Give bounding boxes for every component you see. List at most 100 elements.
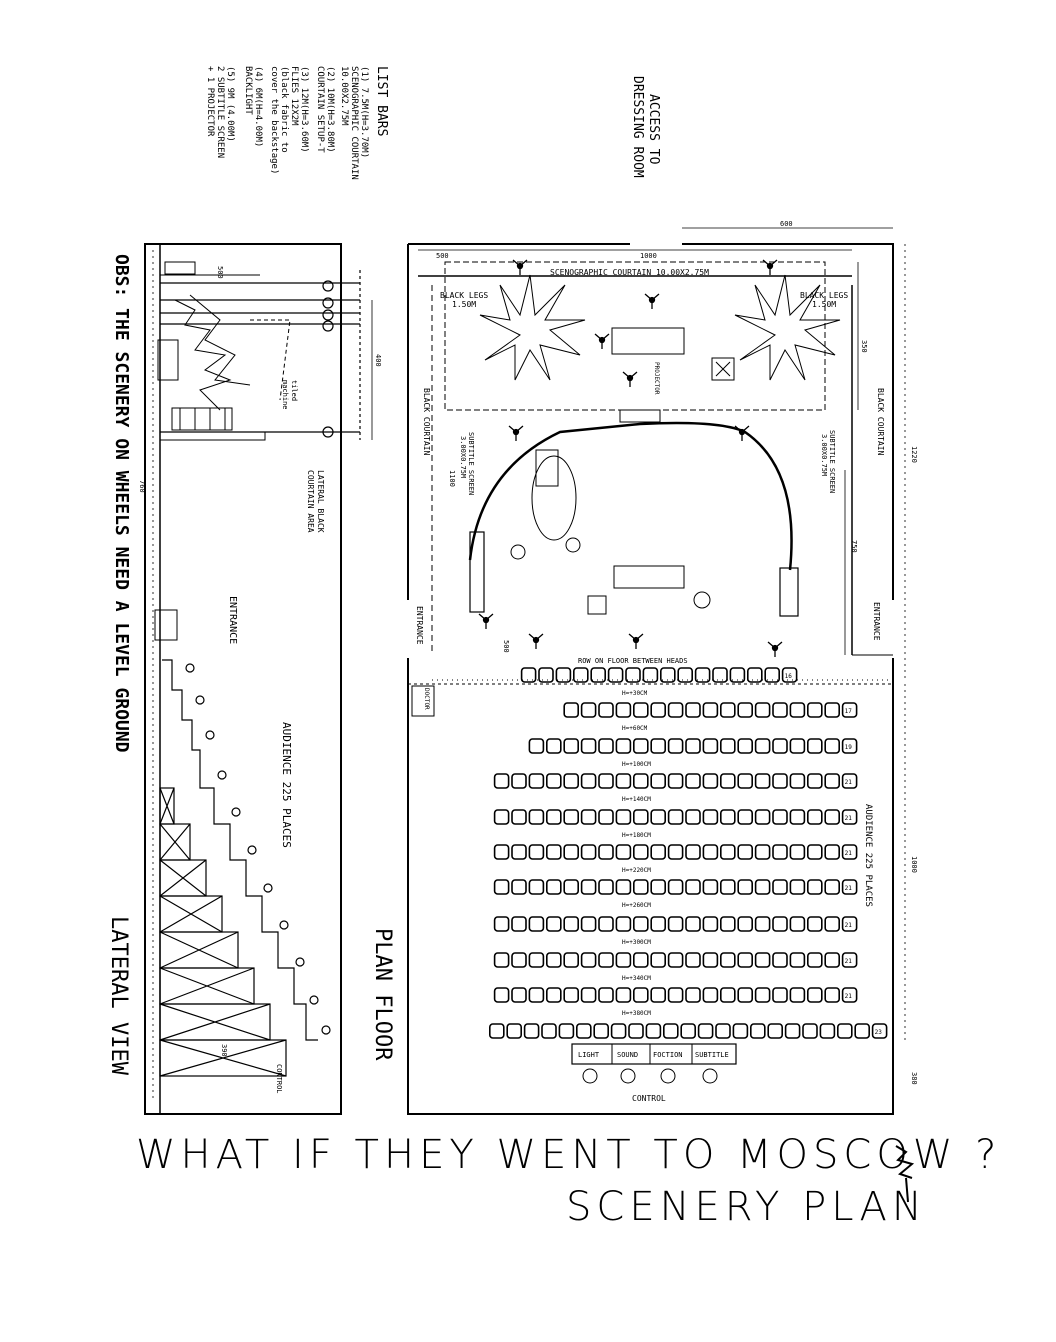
row-end-number: 21 [845,885,853,892]
seat [677,667,694,683]
notes-line: COURTAIN SETUP-T [315,66,325,153]
plan-dim-1: 500 [436,252,449,260]
seat [650,952,667,968]
seat [806,987,823,1003]
row-end-number: 16 [785,673,793,680]
seat [593,1023,610,1039]
seat [824,844,841,860]
seat [528,879,545,895]
row-height-label: H=+260CM [622,902,651,909]
seat [650,916,667,932]
plan-tree-props [479,274,841,381]
seat [650,738,667,754]
seat [659,667,676,683]
seat [754,952,771,968]
seat [685,844,701,860]
seat [737,738,754,754]
projector-label: PROJECTOR [653,362,660,395]
row-end-number: 21 [845,958,853,965]
spectator-head [321,1025,331,1035]
seat [625,667,641,683]
seat [685,987,701,1003]
seat [737,916,754,932]
seat [754,916,771,932]
notes-line: (5) 9M (4.00M) [225,66,235,142]
riser-bracing [159,931,239,969]
seat [662,1023,679,1039]
spectator-head [247,845,257,855]
seat [737,952,754,968]
seat [650,844,667,860]
seat [802,1023,818,1039]
seat [632,809,649,825]
seat [754,773,771,789]
notes-line: (black fabric to [279,66,289,153]
seat [528,809,545,825]
seat [772,952,788,968]
riser-bracing [159,859,207,897]
seat [754,702,771,718]
seat [667,879,684,895]
seat [590,667,607,683]
lateral-audience-label: AUDIENCE 225 PLACES [280,722,293,848]
spectator-head [217,770,227,780]
seat [685,773,701,789]
seat [493,773,510,789]
seat [580,773,597,789]
light-stand-head [766,262,774,270]
row-end-number: 23 [875,1029,883,1036]
plan-dim-7: 750 [850,540,858,553]
seat-row: 21 [493,916,858,932]
control-operators [582,1068,718,1084]
signature-mark [895,1145,915,1203]
notes-line: (4) 6M(H=4.00M) [253,66,263,147]
seat [789,952,806,968]
seat [632,844,649,860]
seat [702,809,719,825]
notes-line: BACKLIGHT [243,66,253,115]
black-legs-right-2: 1.50M [812,300,836,309]
seat [511,844,527,860]
plan-stage-props [510,409,711,615]
seat [580,879,597,895]
seat [824,879,841,895]
seat [493,987,510,1003]
seat [789,738,806,754]
spectator-head [279,920,289,930]
light-stand-head [482,616,490,624]
seat [558,1023,575,1039]
lateral-obs-note: OBS: THE SCENERY ON WHEELS NEED A LEVEL … [111,254,132,753]
access-line-1: ACCESS TO [646,94,661,165]
riser-bracing [159,1039,287,1077]
seat [789,702,806,718]
seat [563,809,580,825]
seat [772,987,788,1003]
plan-dim-4: 1220 [910,446,918,463]
plan-dim-8: 380 [910,1072,918,1085]
seat [694,667,711,683]
row-height-label: H=+30CM [622,690,648,697]
notes-line: 10.00X2.75M [339,66,349,126]
seat [598,702,614,718]
seat [772,809,788,825]
plan-audience-label: AUDIENCE 225 PLACES [863,804,873,907]
row-end-number: 21 [845,850,853,857]
seat-row: 21 [493,773,858,789]
seat [545,879,562,895]
seat-row: 21 [493,952,858,968]
seat [772,702,788,718]
seat [719,844,736,860]
seat [541,1023,557,1039]
seat [511,987,527,1003]
row-end-number: 21 [845,779,853,786]
subtitle-screen-right-1: SUBTITLE SCREEN [828,430,836,493]
svg-text:tiled: tiled [290,380,298,401]
light-stand-head [512,428,520,436]
seat [702,879,719,895]
booth-light: LIGHT [578,1051,600,1059]
seat [650,879,667,895]
notes-line: (2) 10M(H=3.80M) [325,66,335,153]
seat [650,987,667,1003]
